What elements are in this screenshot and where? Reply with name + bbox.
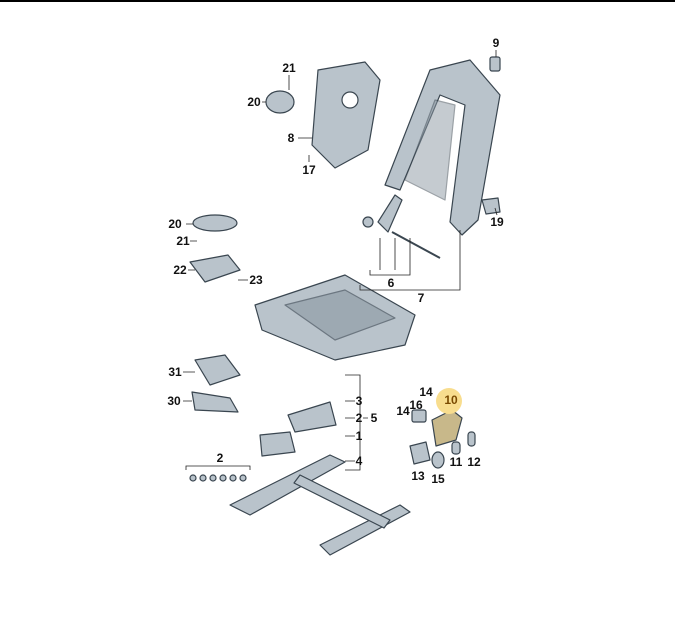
- part-20-lower: [192, 214, 238, 232]
- label-part-19[interactable]: 19: [490, 215, 504, 229]
- label-part-5[interactable]: 5: [370, 411, 378, 425]
- part-3-motor: [287, 401, 337, 433]
- part-2-screws: [189, 474, 247, 482]
- label-part-21[interactable]: 21: [282, 61, 296, 75]
- label-part-2[interactable]: 2: [355, 411, 363, 425]
- label-part-9[interactable]: 9: [492, 36, 500, 50]
- label-part-17[interactable]: 17: [302, 163, 316, 177]
- part-15: [431, 451, 445, 469]
- label-part-16[interactable]: 16: [409, 398, 423, 412]
- part-11: [451, 441, 461, 455]
- label-part-2-screws[interactable]: 2: [216, 451, 224, 465]
- label-part-12[interactable]: 12: [467, 455, 481, 469]
- part-30: [191, 391, 239, 413]
- part-9: [489, 56, 501, 72]
- label-part-31[interactable]: 31: [168, 365, 182, 379]
- label-part-13[interactable]: 13: [411, 469, 425, 483]
- backrest-frame-inner: [404, 99, 456, 201]
- part-31: [194, 354, 241, 386]
- label-part-1[interactable]: 1: [355, 429, 363, 443]
- leader-lines: [183, 50, 498, 471]
- label-part-14[interactable]: 14: [419, 385, 433, 399]
- label-part-7[interactable]: 7: [417, 291, 425, 305]
- part-12: [467, 431, 476, 447]
- label-part-14-lower[interactable]: 14: [396, 404, 410, 418]
- label-part-20[interactable]: 20: [247, 95, 261, 109]
- label-part-21-lower[interactable]: 21: [176, 234, 190, 248]
- lumbar-hole: [341, 91, 359, 109]
- label-part-23[interactable]: 23: [249, 273, 263, 287]
- label-part-4[interactable]: 4: [355, 454, 363, 468]
- part-6-washer: [362, 216, 374, 228]
- part-13: [409, 441, 431, 465]
- part-6-bracket: [377, 194, 403, 233]
- label-part-8[interactable]: 8: [287, 131, 295, 145]
- label-part-15[interactable]: 15: [431, 472, 445, 486]
- highlight-marker: [436, 388, 462, 414]
- part-10: [431, 409, 463, 447]
- label-part-30[interactable]: 30: [167, 394, 181, 408]
- label-part-10[interactable]: 10: [444, 393, 458, 407]
- part-22: [189, 254, 241, 283]
- label-part-22[interactable]: 22: [173, 263, 187, 277]
- lumbar-panel: [311, 61, 381, 169]
- part-6-rod: [391, 231, 441, 259]
- part-16: [411, 409, 427, 423]
- part-1-motor: [259, 431, 296, 457]
- seat-cushion-inner: [284, 289, 396, 341]
- seat-rail-mid: [293, 474, 391, 529]
- label-part-20-lower[interactable]: 20: [168, 217, 182, 231]
- label-part-11[interactable]: 11: [449, 455, 463, 469]
- part-19: [481, 197, 501, 215]
- label-part-6[interactable]: 6: [387, 276, 395, 290]
- top-border: [0, 0, 675, 2]
- seat-rail: [229, 454, 346, 516]
- label-part-3[interactable]: 3: [355, 394, 363, 408]
- part-20-upper: [265, 90, 295, 114]
